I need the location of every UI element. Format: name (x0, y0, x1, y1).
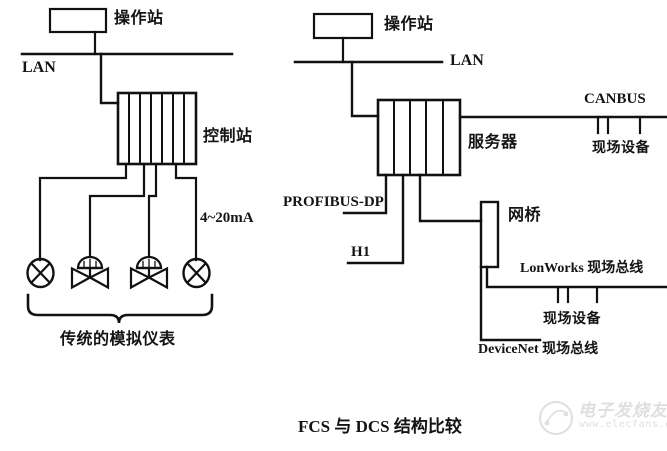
fcs-h1-label: H1 (351, 244, 371, 260)
fcs-lan-to-server-link (350, 60, 380, 118)
fcs-profibus-dp-link (342, 173, 388, 215)
fcs-devicenet-trunk (479, 265, 542, 342)
dcs-field-instrument-transmitter-2 (182, 257, 211, 289)
fcs-canbus-device-label: 现场设备 (592, 140, 650, 156)
fcs-bridge-label: 网桥 (508, 205, 542, 224)
fcs-lonworks-trunk (485, 265, 667, 289)
fcs-canbus-label: CANBUS (584, 91, 646, 107)
dcs-lan-label: LAN (22, 59, 56, 76)
dcs-signal-wire-2 (88, 162, 146, 257)
fcs-lonworks-device-label: 现场设备 (543, 311, 601, 327)
dcs-control-station-label: 控制站 (203, 126, 253, 145)
fcs-devicenet-label: DeviceNet 现场总线 (478, 342, 599, 357)
dcs-signal-wire-1 (38, 162, 128, 262)
fcs-operator-station-box (312, 12, 374, 40)
fcs-operator-station-label: 操作站 (384, 14, 434, 33)
fcs-bridge-box (479, 200, 500, 269)
fcs-profibus-dp-label: PROFIBUS-DP (283, 194, 384, 210)
dcs-operator-station-box (48, 7, 108, 34)
dcs-field-instrument-control-valve-2 (129, 255, 169, 290)
dcs-analog-group-brace (26, 293, 214, 324)
fcs-server-label: 服务器 (468, 132, 518, 151)
dcs-signal-range-label: 4~20mA (200, 210, 254, 226)
figure-caption: FCS 与 DCS 结构比较 (298, 417, 462, 436)
fcs-lan-label: LAN (450, 52, 484, 69)
fcs-server-chassis (376, 98, 462, 177)
dcs-field-instrument-transmitter-1 (26, 257, 55, 289)
dcs-signal-wire-4 (174, 162, 198, 262)
dcs-signal-wire-3 (147, 162, 158, 257)
fcs-lonworks-label: LonWorks 现场总线 (520, 261, 644, 276)
dcs-analog-group-label: 传统的模拟仪表 (60, 329, 176, 348)
dcs-lan-to-control-link (99, 52, 120, 105)
fcs-h1-link (346, 173, 405, 265)
dcs-field-instrument-control-valve-1 (70, 255, 110, 290)
fcs-server-to-bridge-link (418, 173, 483, 223)
dcs-operator-station-label: 操作站 (114, 8, 164, 27)
